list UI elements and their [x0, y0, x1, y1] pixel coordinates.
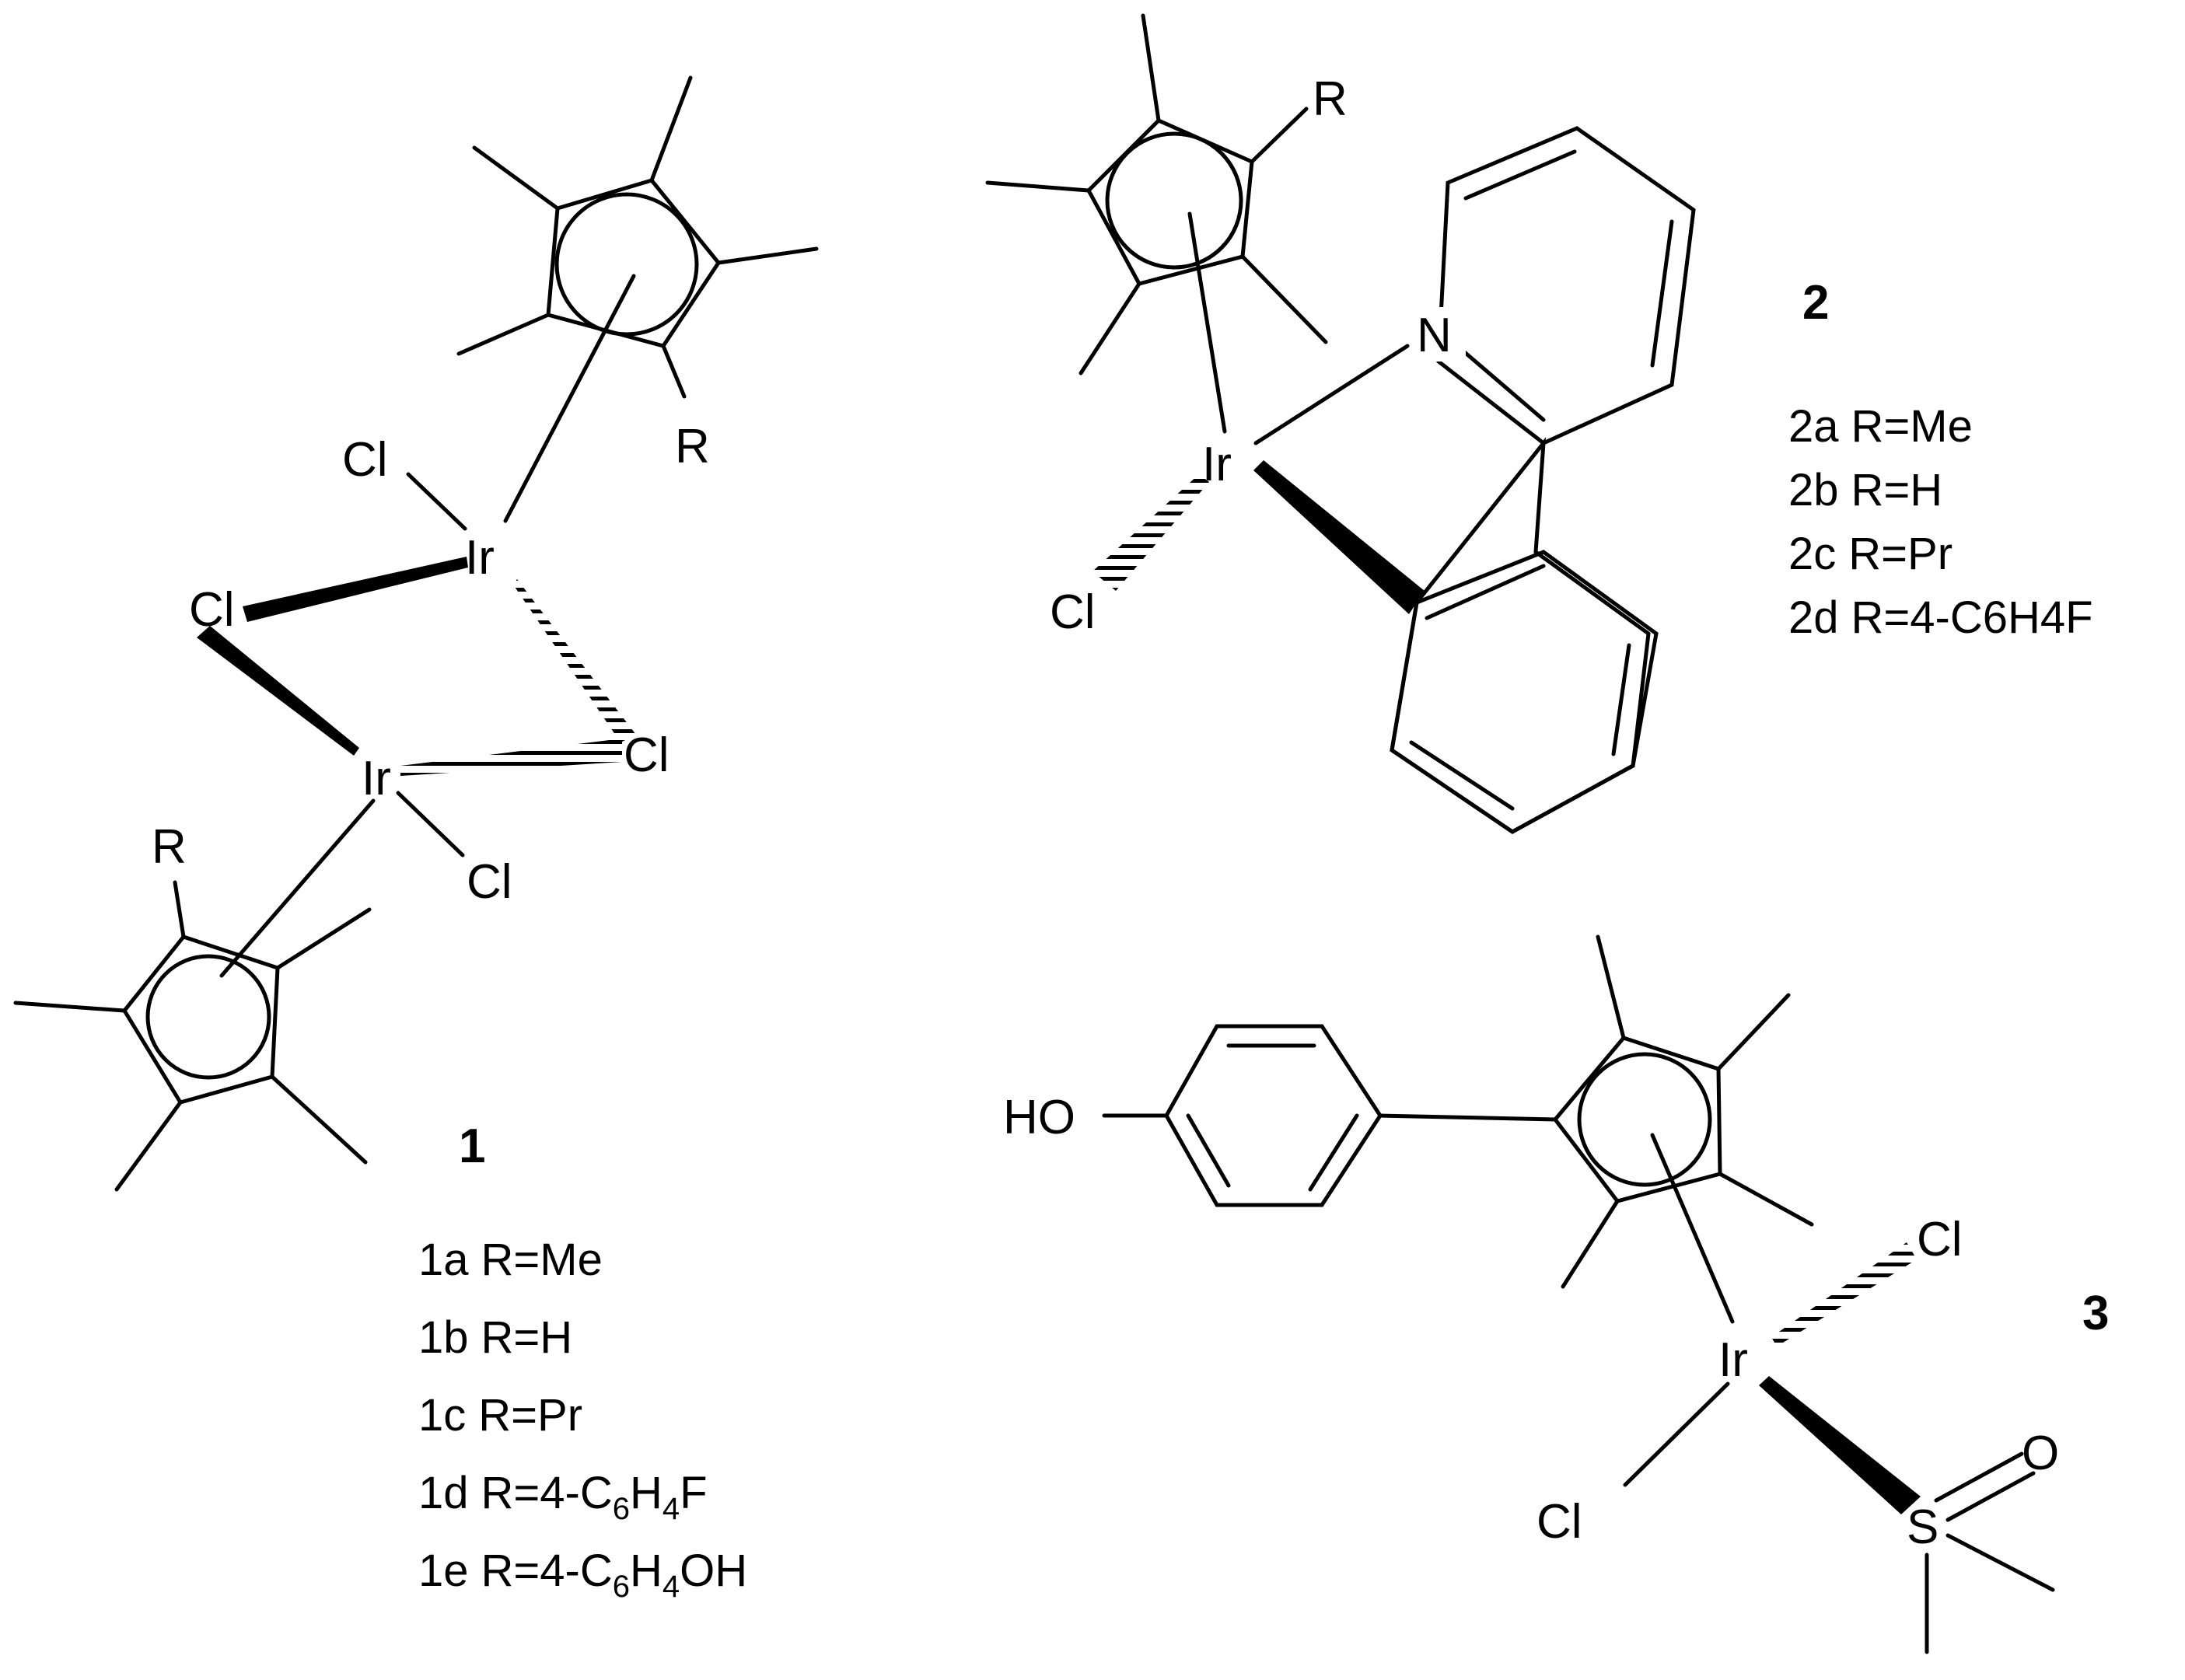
atom-r-upper: R	[675, 420, 710, 473]
compound-1-structure: Ir Cl R Cl Cl Ir Cl R 1	[13, 75, 819, 1192]
compound-number-3: 3	[2082, 1287, 2109, 1340]
compound-number-2: 2	[1802, 276, 1829, 330]
lower-cp-ring	[13, 798, 376, 1192]
hash-bond-ir-cl-2	[1092, 474, 1209, 591]
atom-cl-bridge-right: Cl	[624, 728, 669, 782]
hash-bond-upper	[513, 579, 636, 742]
upper-cp-ring	[456, 75, 819, 523]
wedge-bond-ir-phenyl	[1253, 460, 1425, 614]
atom-o: O	[2022, 1427, 2059, 1480]
atom-ir-lower: Ir	[362, 752, 391, 805]
atom-ho: HO	[1003, 1091, 1075, 1144]
hash-bond-ir-cl-3	[1771, 1242, 1917, 1346]
wedge-bond-cl-ir	[197, 626, 359, 756]
atom-cl-2: Cl	[1050, 585, 1096, 639]
cp-ring-3	[1552, 934, 1814, 1324]
phenol-ring	[1102, 1024, 1557, 1207]
atom-cl-3-upper: Cl	[1917, 1213, 1963, 1266]
pyridine-ring	[1436, 126, 1696, 445]
atom-s: S	[1907, 1500, 1939, 1554]
phenyl-ring-2	[1390, 437, 1659, 834]
atom-r-2: R	[1313, 72, 1348, 126]
atom-ir-3: Ir	[1718, 1333, 1748, 1387]
compound-number-1: 1	[459, 1119, 485, 1173]
hash-bond-lower	[400, 739, 622, 776]
atom-r-lower: R	[152, 820, 187, 874]
compound-3-structure: HO Ir Cl Cl S O 3	[1003, 934, 2109, 1654]
wedge-bond-ir-s	[1759, 1376, 1921, 1514]
atom-ir-upper: Ir	[465, 531, 495, 585]
atom-n: N	[1417, 309, 1452, 362]
atom-cl-3-lower: Cl	[1536, 1495, 1582, 1549]
cp-ring-2	[985, 13, 1328, 434]
wedge-bond-ir-cl	[243, 557, 468, 622]
atom-cl-upper-left: Cl	[342, 433, 388, 487]
atom-cl-lower-right: Cl	[467, 855, 512, 909]
compound-2-structure: R N Ir Cl 2	[985, 13, 1829, 834]
